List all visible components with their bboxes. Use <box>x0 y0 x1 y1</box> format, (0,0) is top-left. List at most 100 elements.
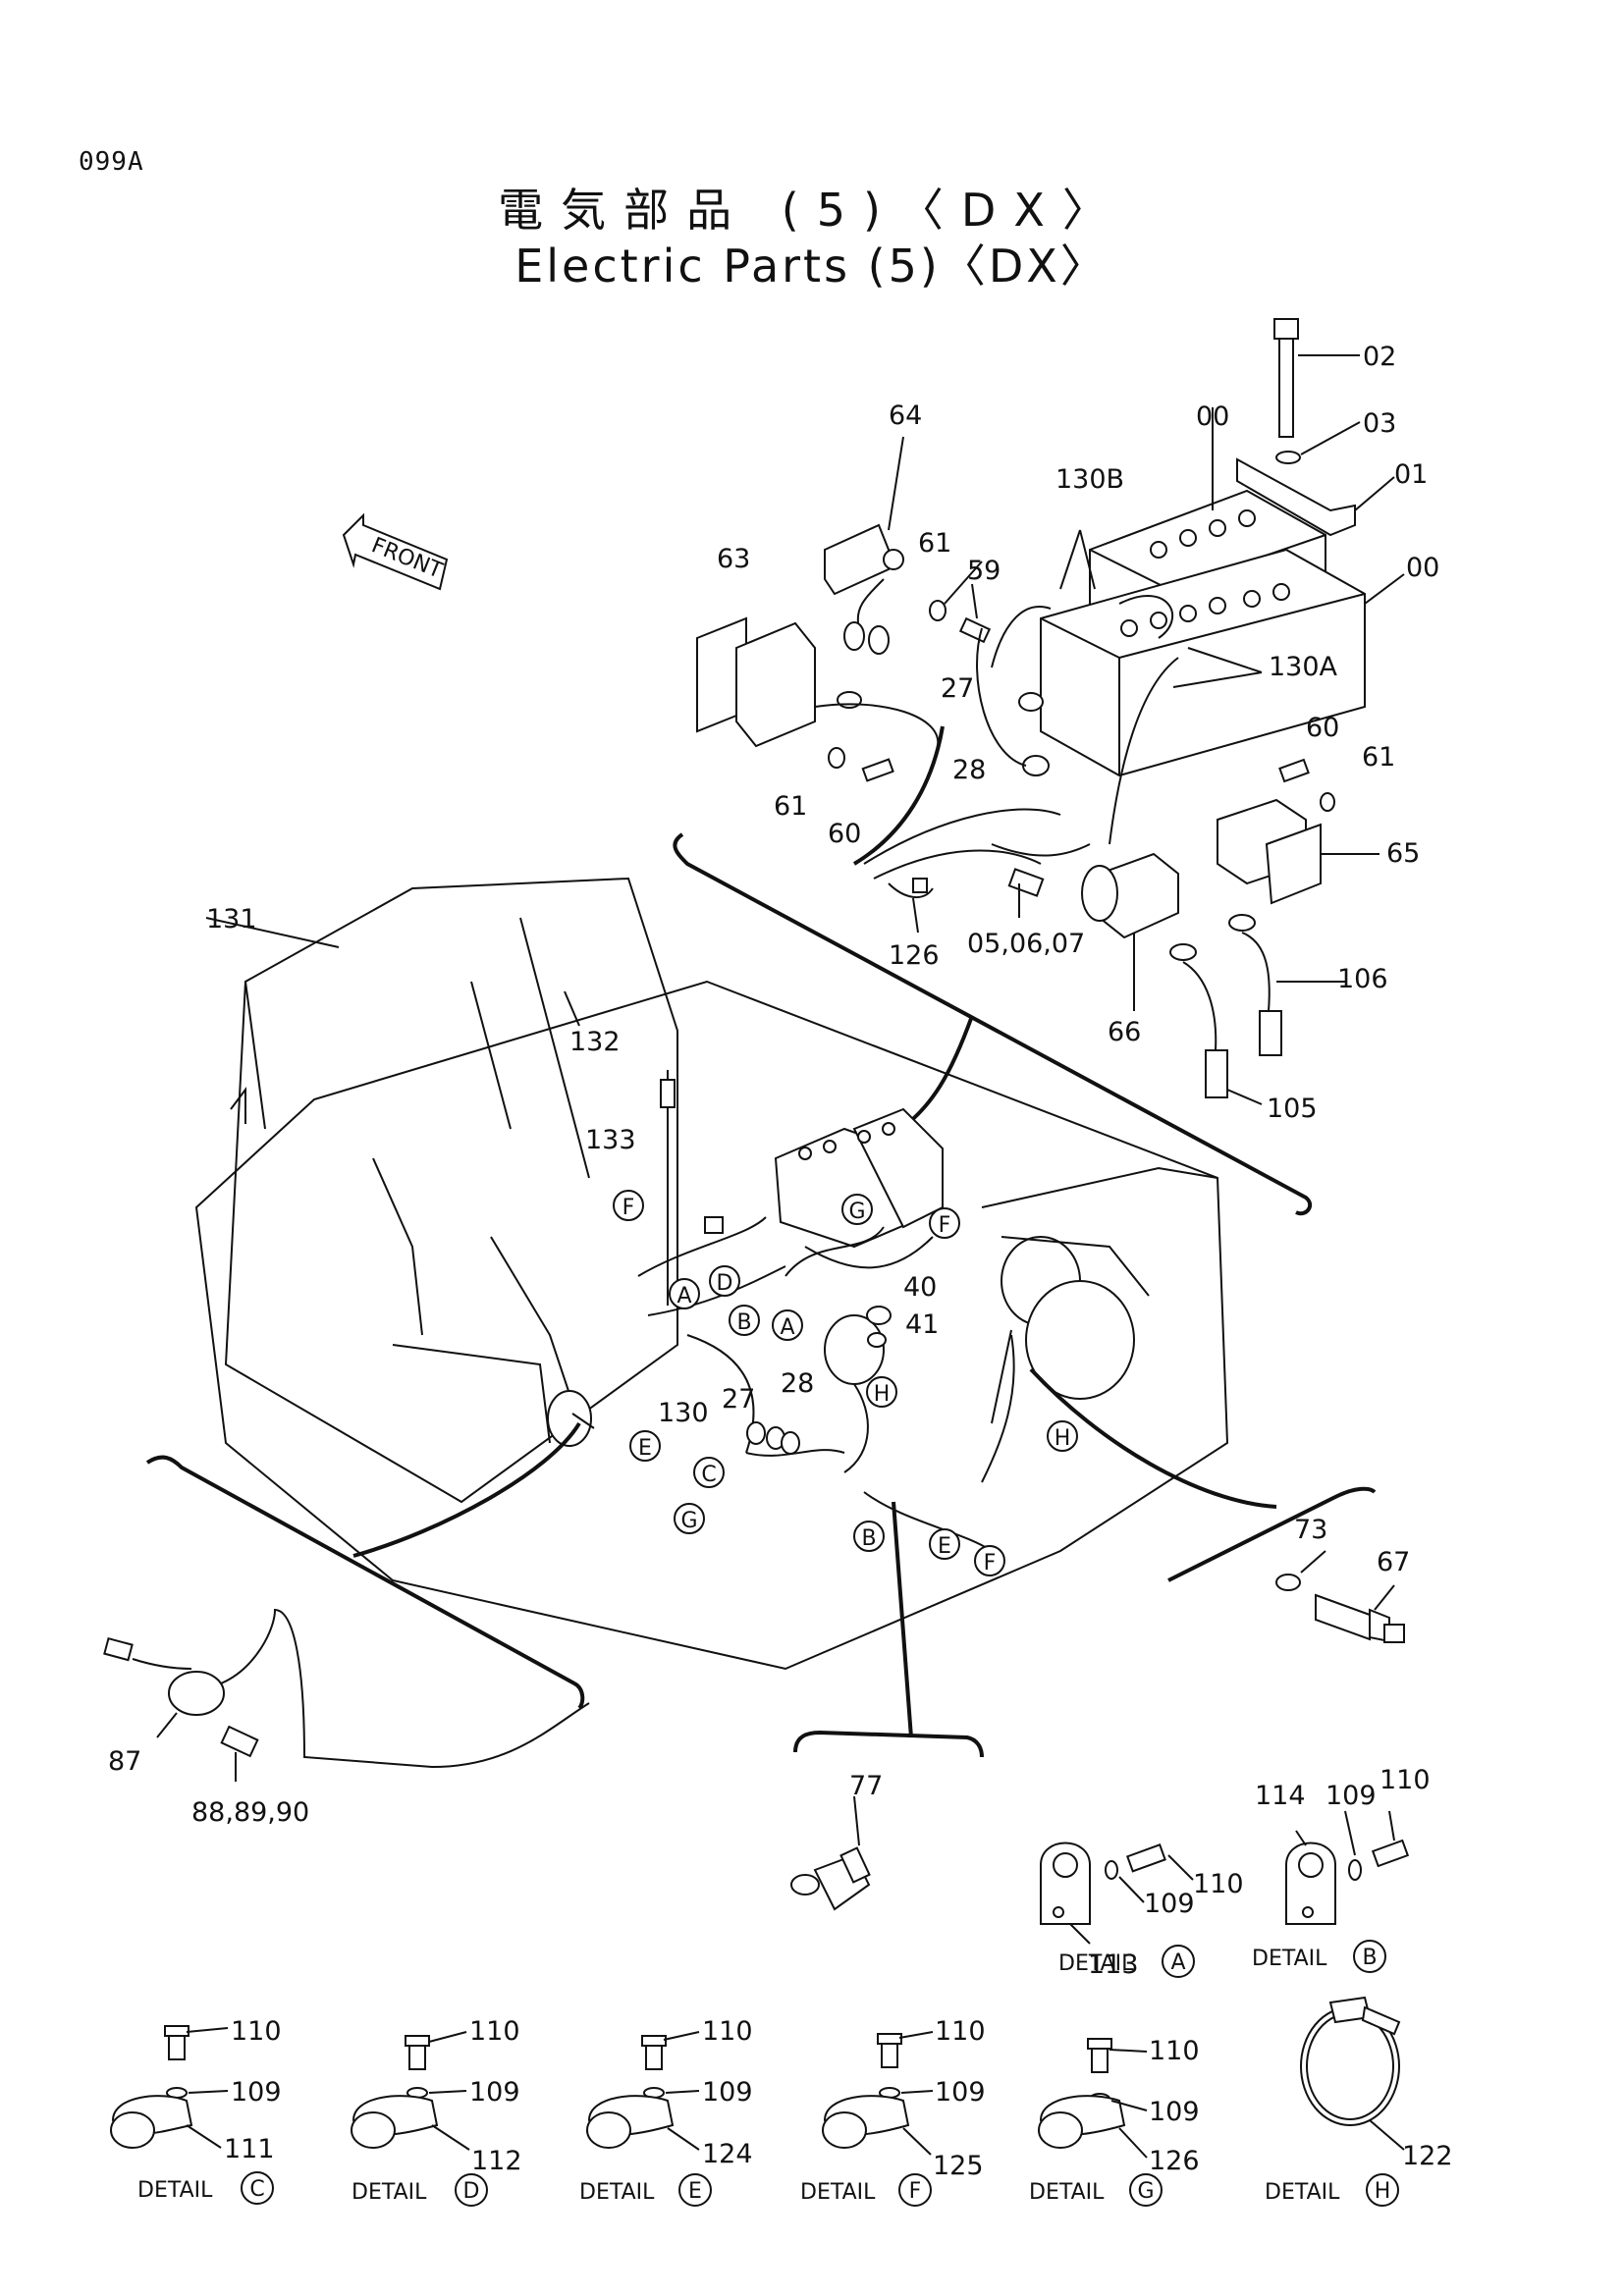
callout-130: 130 <box>658 1398 709 1428</box>
marker-a-1: A <box>669 1278 700 1309</box>
callout-63: 63 <box>717 544 750 574</box>
svg-text:F: F <box>622 1196 635 1220</box>
svg-text:H: H <box>874 1382 891 1407</box>
svg-text:B: B <box>861 1526 876 1551</box>
svg-text:D: D <box>463 2179 480 2204</box>
detail-d-graphic <box>351 2031 470 2151</box>
callout-02: 02 <box>1363 342 1396 372</box>
detail-captions: DETAIL A DETAIL B DETAIL C DETAIL D DETA… <box>137 1940 1399 2207</box>
callout-00-upper: 00 <box>1196 401 1229 432</box>
marker-b-1: B <box>729 1305 760 1336</box>
svg-text:DETAIL: DETAIL <box>1252 1947 1327 1971</box>
marker-c-1: C <box>693 1457 725 1488</box>
page-code: 099A <box>79 147 144 177</box>
callout-110-b: 110 <box>1380 1765 1431 1795</box>
svg-text:G: G <box>1137 2179 1154 2204</box>
callout-130b: 130B <box>1055 464 1124 495</box>
callout-114: 114 <box>1255 1781 1306 1811</box>
callout-130a: 130A <box>1269 652 1338 682</box>
callout-106: 106 <box>1337 964 1388 994</box>
callout-131: 131 <box>206 904 257 934</box>
detail-b-graphic <box>1285 1810 1410 1925</box>
marker-f-1: F <box>613 1190 644 1221</box>
detail-caption-b: DETAIL B <box>1252 1940 1386 1973</box>
callout-109-d: 109 <box>469 2077 520 2108</box>
svg-text:B: B <box>1362 1946 1377 1970</box>
marker-d-1: D <box>709 1265 740 1297</box>
marker-g-2: G <box>674 1503 705 1534</box>
callout-87: 87 <box>108 1746 141 1777</box>
svg-text:F: F <box>939 1213 951 1238</box>
svg-text:A: A <box>676 1284 691 1308</box>
callout-60-right: 60 <box>1306 713 1339 743</box>
machine-frame <box>194 877 1229 1671</box>
detail-caption-e: DETAIL E <box>579 2173 712 2207</box>
marker-g-1: G <box>841 1194 873 1225</box>
callout-133: 133 <box>585 1125 636 1155</box>
svg-text:A: A <box>780 1315 794 1340</box>
detail-caption-h: DETAIL H <box>1265 2173 1399 2207</box>
front-arrow-icon: FRONT <box>342 512 449 591</box>
detail-h-graphic <box>1300 1996 1405 2151</box>
callout-110-f: 110 <box>935 2016 986 2047</box>
svg-text:DETAIL: DETAIL <box>1058 1951 1134 1976</box>
callout-126-g: 126 <box>1149 2146 1200 2176</box>
marker-h-1: H <box>866 1376 897 1408</box>
pressure-switch <box>790 1795 871 1911</box>
callout-01: 01 <box>1394 459 1428 490</box>
detail-f-graphic <box>822 2031 934 2156</box>
callout-88-89-90: 88,89,90 <box>191 1797 309 1828</box>
marker-f-2: F <box>929 1207 960 1239</box>
marker-a-2: A <box>772 1309 803 1341</box>
callout-61-right: 61 <box>1362 742 1395 773</box>
svg-text:G: G <box>848 1200 865 1224</box>
marker-f-3: F <box>974 1545 1005 1576</box>
callout-60-left: 60 <box>828 819 861 849</box>
svg-text:F: F <box>909 2179 922 2204</box>
svg-text:B: B <box>736 1310 751 1335</box>
svg-text:DETAIL: DETAIL <box>579 2180 655 2205</box>
callout-109-g: 109 <box>1149 2097 1200 2127</box>
detail-c-graphic <box>110 2025 229 2149</box>
callout-77: 77 <box>849 1771 883 1801</box>
svg-text:DETAIL: DETAIL <box>1029 2180 1105 2205</box>
callout-41: 41 <box>905 1309 939 1340</box>
svg-text:DETAIL: DETAIL <box>137 2178 213 2203</box>
svg-text:E: E <box>638 1436 652 1461</box>
callout-105: 105 <box>1267 1094 1318 1124</box>
callout-111: 111 <box>224 2134 275 2164</box>
callout-109-f: 109 <box>935 2077 986 2108</box>
svg-text:G: G <box>680 1509 697 1533</box>
svg-text:DETAIL: DETAIL <box>800 2180 876 2205</box>
callout-28-lower: 28 <box>781 1368 814 1399</box>
callout-40: 40 <box>903 1272 937 1303</box>
callout-126: 126 <box>889 940 940 971</box>
harness-markers: F A D G F B A H E C G B E F H <box>613 1190 1078 1576</box>
callout-110-g: 110 <box>1149 2036 1200 2066</box>
marker-h-2: H <box>1047 1420 1078 1452</box>
callout-109-e: 109 <box>702 2077 753 2108</box>
callout-64: 64 <box>889 400 922 431</box>
callout-124: 124 <box>702 2139 753 2169</box>
marker-b-2: B <box>853 1521 885 1552</box>
callout-28-upper: 28 <box>952 755 986 785</box>
temp-sender <box>1275 1550 1405 1643</box>
svg-text:H: H <box>1055 1426 1071 1451</box>
title-japanese: 電気部品 (5)〈DX〉 <box>498 184 1125 237</box>
svg-text:DETAIL: DETAIL <box>1265 2180 1340 2205</box>
svg-text:C: C <box>701 1463 716 1487</box>
callout-112: 112 <box>471 2146 522 2176</box>
callout-65: 65 <box>1386 838 1420 869</box>
callout-132: 132 <box>569 1027 621 1057</box>
svg-text:C: C <box>249 2177 264 2202</box>
callout-59: 59 <box>967 556 1001 586</box>
leader-brackets <box>145 1367 1377 1758</box>
svg-text:D: D <box>717 1271 733 1296</box>
callout-labels: 02 03 01 00 00 64 130B 63 61 59 130A 27 … <box>108 342 1453 2181</box>
callout-61-left: 61 <box>774 791 807 822</box>
callout-61-upper: 61 <box>918 528 951 559</box>
marker-e-1: E <box>629 1430 661 1462</box>
svg-text:A: A <box>1170 1950 1185 1975</box>
callout-113: 113 <box>1088 1949 1139 1980</box>
